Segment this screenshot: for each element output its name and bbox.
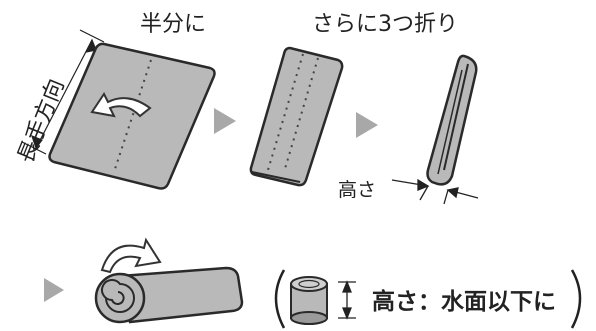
towel-folded-half: [48, 42, 216, 190]
parenthesis-right: [570, 269, 582, 329]
parenthesis-left: [274, 269, 286, 329]
next-step-arrow-icon: [214, 108, 236, 134]
height-label: 高さ: [338, 179, 377, 201]
next-step-arrow-icon: [44, 278, 64, 302]
towel-side-view: [426, 54, 478, 186]
fold-arrow-icon: [90, 92, 152, 118]
towel-folded-thirds: [249, 46, 344, 187]
towel-rolled: [94, 266, 244, 324]
step2-title: さらに3つ折り: [312, 12, 458, 37]
height-dimension-big: [338, 280, 356, 320]
roll-cylinder-icon: [290, 276, 328, 325]
next-step-arrow-icon: [356, 112, 378, 138]
long-direction-dimension: [21, 29, 105, 155]
height-dimension-small: [391, 178, 479, 205]
height-below-water-label: 高さ：水面以下に: [372, 289, 556, 315]
roll-arrow-icon: [100, 237, 162, 274]
step1-title: 半分に: [140, 12, 207, 37]
